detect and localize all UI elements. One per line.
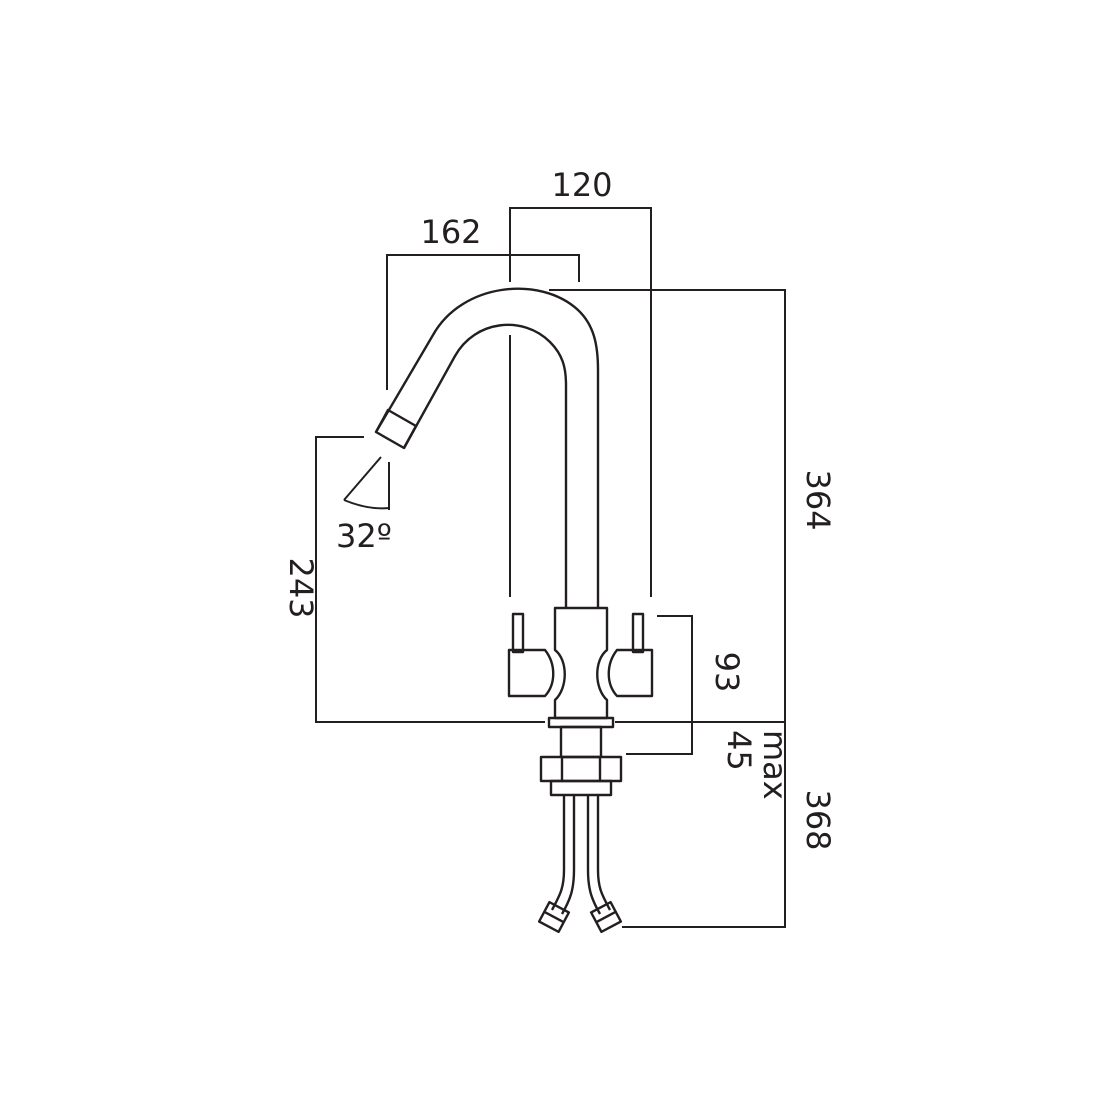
label-32-degrees: 32º xyxy=(336,517,392,555)
left-hose xyxy=(550,795,576,915)
dim-93-bracket xyxy=(626,615,693,755)
fixing-nut xyxy=(539,755,623,783)
right-hose-connector xyxy=(589,900,623,934)
label-max-45: max45 xyxy=(720,730,794,800)
label-max-45-line: 45 xyxy=(720,730,758,771)
label-162: 162 xyxy=(420,213,481,251)
washer xyxy=(549,779,613,797)
label-93: 93 xyxy=(708,652,746,693)
dimension-labels: 120 162 32º 243 364 93 max45 368 xyxy=(282,166,837,851)
tap-body xyxy=(553,606,609,720)
spout-outer-curve xyxy=(374,287,600,608)
right-hose xyxy=(586,795,612,915)
tap-outline xyxy=(374,287,654,934)
dim-243-bracket xyxy=(315,436,545,723)
left-lever xyxy=(511,612,525,654)
dim-162-bracket xyxy=(386,254,580,390)
base-plate xyxy=(547,716,615,729)
dim-120-bracket xyxy=(509,207,652,597)
label-max-45-line: max xyxy=(756,730,794,800)
label-243: 243 xyxy=(282,557,320,618)
angle-arc xyxy=(343,499,390,510)
spout-nozzle xyxy=(374,408,418,450)
dim-364-bracket xyxy=(549,289,786,928)
label-364: 364 xyxy=(799,469,837,530)
angle-ref-spout-axis xyxy=(343,456,382,501)
right-lever xyxy=(631,612,645,654)
label-368: 368 xyxy=(799,789,837,850)
label-120: 120 xyxy=(551,166,612,204)
left-handle-block xyxy=(507,648,555,698)
right-handle-block xyxy=(607,648,654,698)
threaded-shank xyxy=(559,725,603,759)
spout-inner-curve xyxy=(402,323,568,608)
dimension-lines xyxy=(315,207,786,928)
left-hose-connector xyxy=(537,900,571,934)
